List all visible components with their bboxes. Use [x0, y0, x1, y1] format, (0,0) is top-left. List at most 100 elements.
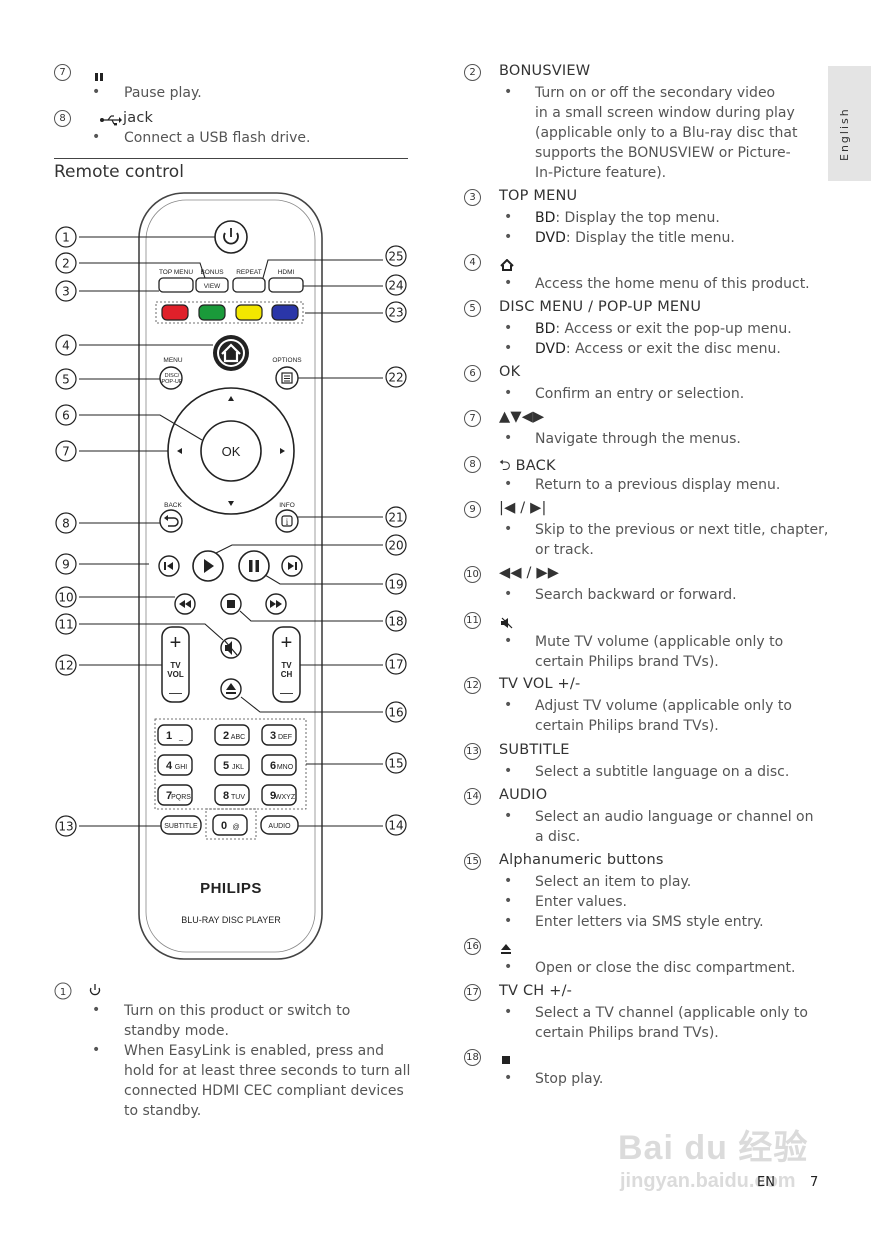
- number-key-letters: PQRS: [171, 794, 191, 801]
- bullet: •: [504, 275, 513, 291]
- color-buttons-group: [155, 301, 304, 324]
- bullet: •: [504, 385, 513, 401]
- item-title: TV CH +/-: [499, 983, 573, 999]
- bullet: •: [92, 1042, 101, 1058]
- home-icon: [221, 343, 241, 363]
- blue-button: [271, 304, 299, 321]
- bullet-text: BD: Display the top menu.: [535, 210, 720, 226]
- callout-number: 17: [464, 984, 481, 1001]
- item-title: ⮌ BACK: [499, 458, 556, 474]
- bullet-text: Search backward or forward.: [535, 587, 737, 603]
- view-label: VIEW: [204, 283, 221, 290]
- play-icon: [204, 559, 214, 573]
- disc-popup-button: [159, 366, 183, 390]
- audio-label: AUDIO: [268, 823, 291, 830]
- number-key-digit: 8: [223, 790, 229, 802]
- callout-number: 15: [464, 853, 481, 870]
- top-menu-button: [158, 277, 194, 293]
- callout-number: 17: [388, 658, 403, 672]
- callout-number: 16: [464, 938, 481, 955]
- number-key-0: [212, 814, 248, 836]
- callout-2: [55, 252, 77, 274]
- item-title: jack: [123, 110, 154, 126]
- number-key-digit: 5: [223, 760, 229, 772]
- callout-number: 9: [62, 558, 70, 572]
- svg-text:+: +: [281, 632, 293, 654]
- info-button: [275, 509, 299, 533]
- callout-20: [385, 534, 407, 556]
- bullet: •: [92, 129, 101, 145]
- callout-number: 3: [62, 285, 70, 299]
- callout-21: [385, 506, 407, 528]
- callout-number: 4: [62, 339, 70, 353]
- bullet: •: [504, 913, 513, 929]
- callout-23: [385, 301, 407, 323]
- number-key-9: [261, 784, 297, 806]
- number-key-letters: DEF: [278, 734, 292, 741]
- callout-number: 25: [388, 250, 403, 264]
- number-key-8: [214, 784, 250, 806]
- callout-11: [55, 613, 77, 635]
- nav-down-icon: [228, 501, 234, 506]
- nav-right-icon: [280, 448, 285, 454]
- nav-up-icon: [228, 396, 234, 401]
- bullet: •: [504, 586, 513, 602]
- bullet: •: [504, 1070, 513, 1086]
- callout-15: [385, 752, 407, 774]
- bullet: •: [504, 84, 513, 100]
- callout-number: 21: [388, 511, 403, 525]
- callout-16: [385, 701, 407, 723]
- item-title: Alphanumeric buttons: [499, 852, 664, 868]
- callout-13: [55, 815, 77, 837]
- item-title: ▲▼◀▶: [499, 409, 545, 425]
- model-label: BLU-RAY DISC PLAYER: [181, 915, 281, 925]
- callout-number: 2: [62, 257, 70, 271]
- page-number: 7: [810, 1175, 819, 1190]
- number-key-7: [157, 784, 193, 806]
- bullet-text: Enter letters via SMS style entry.: [535, 914, 764, 930]
- number-key-letters: TUV: [231, 794, 245, 801]
- number-key-digit: 2: [223, 730, 229, 742]
- bullet-text: Access the home menu of this product.: [535, 276, 810, 292]
- bullet: •: [92, 84, 101, 100]
- svg-text:1: 1: [60, 987, 66, 998]
- top-menu-label: TOP MENU: [159, 269, 193, 276]
- callout-10: [55, 586, 77, 608]
- svg-text:—: —: [280, 685, 293, 700]
- usb-icon: [100, 111, 122, 126]
- back-label: BACK: [164, 502, 182, 509]
- callout-number: 11: [58, 618, 73, 632]
- number-key-digit: 4: [166, 760, 173, 772]
- eject-icon: [500, 940, 512, 959]
- subtitle-label: SUBTITLE: [164, 823, 198, 830]
- mute-icon: [225, 641, 232, 655]
- callout-number: 15: [388, 757, 403, 771]
- power-icon: [89, 987, 101, 996]
- bullet-text: DVD: Access or exit the disc menu.: [535, 341, 781, 357]
- bullet: •: [504, 430, 513, 446]
- subtitle-button: [160, 815, 202, 835]
- bullet-text: Confirm an entry or selection.: [535, 386, 745, 402]
- bullet: •: [504, 521, 513, 537]
- number-key-digit: 0: [221, 820, 227, 832]
- footer-lang: EN: [757, 1175, 775, 1190]
- callout-number: 7: [54, 64, 71, 81]
- callout-labels: 1234567891011121325242322212019181716151…: [55, 226, 407, 837]
- number-key-digit: 1: [166, 730, 172, 742]
- number-key-6: [261, 754, 297, 776]
- callout-number: 5: [464, 300, 481, 317]
- callout-24: [385, 274, 407, 296]
- callout-number: 16: [388, 706, 403, 720]
- bullet-text: Select a subtitle language on a disc.: [535, 764, 790, 780]
- callout-22: [385, 366, 407, 388]
- callout-25: [385, 245, 407, 267]
- callout-number: 24: [388, 279, 403, 293]
- svg-text:DISC/: DISC/: [165, 373, 180, 379]
- item-title: AUDIO: [499, 787, 548, 803]
- callout-4: [55, 334, 77, 356]
- callout-number: 11: [464, 612, 481, 629]
- callout-18: [385, 610, 407, 632]
- callout-3: [55, 280, 77, 302]
